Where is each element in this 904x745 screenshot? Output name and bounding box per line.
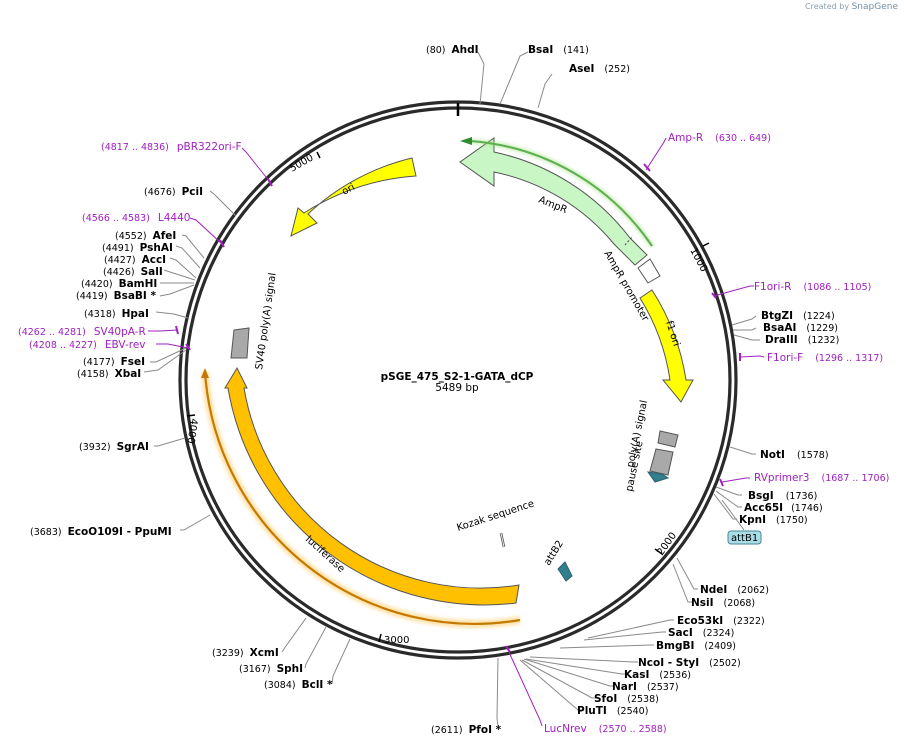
- primer-leaders: [148, 137, 765, 727]
- site-bsabi: (4419)BsaBI *: [76, 290, 156, 302]
- primer-f1ori-r: F1ori-R(1086 .. 1105): [754, 281, 871, 293]
- site-bsai: BsaI(141): [528, 44, 589, 56]
- site-pluti: PluTI(2540): [577, 705, 648, 717]
- site-leaders: [143, 51, 760, 727]
- site-saci: SacI(2324): [668, 627, 734, 639]
- feature-attb2: attB2: [542, 539, 573, 582]
- attb1-label: attB1: [731, 533, 758, 544]
- site-draiii: DraIII(1232): [765, 334, 839, 346]
- primer-labels: Amp-R(630 .. 649) F1ori-R(1086 .. 1105) …: [18, 132, 889, 735]
- site-kasi: KasI(2536): [624, 669, 691, 681]
- site-xcmi: (3239)XcmI: [212, 647, 279, 659]
- site-nari: NarI(2537): [612, 681, 679, 693]
- primer-amp-r: Amp-R(630 .. 649): [668, 132, 771, 144]
- primer-f1ori-f: F1ori-F(1296 .. 1317): [767, 352, 883, 364]
- feature-polya-pause: poly(A) signal pause site: [624, 399, 679, 493]
- primer-rvprimer3: RVprimer3(1687 .. 1706): [754, 472, 889, 484]
- site-eco0109i-ppumi: (3683)EcoO109I - PpuMI: [30, 526, 172, 538]
- plasmid-length: 5489 bp: [435, 382, 479, 394]
- tick-3000: 3000: [384, 635, 409, 646]
- snapgene-logo: SnapGene: [851, 2, 898, 12]
- site-kpni: KpnI(1750): [739, 514, 808, 526]
- feature-sv40-polya: SV40 poly(A) signal: [230, 272, 279, 370]
- site-pcii: (4676)PciI: [144, 186, 203, 198]
- primer-pbr322ori-f: (4817 .. 4836)pBR322ori-F: [101, 141, 242, 153]
- site-fsei: (4177)FseI: [83, 356, 145, 368]
- feature-ori: ori: [290, 157, 417, 237]
- site-acci: (4427)AccI: [104, 254, 166, 266]
- site-afei: (4552)AfeI: [115, 230, 176, 242]
- tick-4000: 4000: [184, 418, 198, 445]
- snapgene-watermark: Created by SnapGene: [805, 2, 898, 12]
- ori-label: ori: [340, 182, 357, 198]
- site-bsgi: BsgI(1736): [748, 490, 817, 502]
- site-sgrai: (3932)SgrAI: [79, 441, 149, 453]
- site-bcli: (3084)BclI *: [264, 679, 333, 691]
- site-eco53ki: Eco53kI(2322): [677, 615, 765, 627]
- sv40-label: SV40 poly(A) signal: [254, 272, 278, 370]
- feature-luciferase: luciferase: [201, 366, 521, 628]
- site-hpai: (4318)HpaI: [84, 308, 149, 320]
- site-noti: NotI(1578): [760, 449, 829, 461]
- site-bmgbi: BmgBI(2409): [656, 640, 736, 652]
- feature-f1-ori: f1 ori: [639, 289, 694, 403]
- site-sfoi: SfoI(2538): [594, 693, 659, 705]
- feature-attb1: attB1: [721, 499, 762, 545]
- site-xbai: (4158)XbaI: [77, 368, 141, 380]
- plasmid-backbone: [178, 100, 738, 660]
- site-btgzi: BtgZI(1224): [761, 310, 835, 322]
- restriction-sites: (80)AhdI BsaI(141) AseI(252) BtgZI(1224)…: [30, 44, 839, 736]
- primer-lucnrev: LucNrev(2570 .. 2588): [544, 723, 667, 735]
- site-acc65i: Acc65I(1746): [744, 502, 823, 514]
- site-asei: AseI(252): [569, 63, 630, 75]
- primer-ebv-rev: (4208 .. 4227)EBV-rev: [29, 339, 146, 351]
- site-ncoi-styi: NcoI - StyI(2502): [638, 657, 741, 669]
- site-sphi: (3167)SphI: [239, 663, 303, 675]
- primer-sv40pa-r: (4262 .. 4281)SV40pA-R: [18, 326, 146, 338]
- plasmid-name: pSGE_475_S2-1-GATA_dCP: [381, 371, 534, 383]
- feature-kozak: Kozak sequence: [456, 498, 536, 548]
- tick-1000: 1000: [687, 246, 709, 274]
- site-ahdi: (80)AhdI: [426, 44, 479, 56]
- site-nsii: NsiI(2068): [691, 597, 755, 609]
- attb2-label: attB2: [542, 539, 566, 568]
- site-pshai: (4491)PshAI: [102, 242, 173, 254]
- site-pfoi: (2611)PfoI *: [431, 724, 502, 736]
- primer-l4440: (4566 .. 4583)L4440: [82, 212, 190, 224]
- ampr-promoter-label: AmpR promoter: [601, 249, 651, 324]
- site-bsaai: BsaAI(1229): [763, 322, 838, 334]
- kozak-label: Kozak sequence: [456, 498, 536, 533]
- site-ndei: NdeI(2062): [700, 584, 769, 596]
- site-sali: (4426)SalI: [103, 266, 163, 278]
- site-bamhi: (4420)BamHI: [81, 278, 157, 290]
